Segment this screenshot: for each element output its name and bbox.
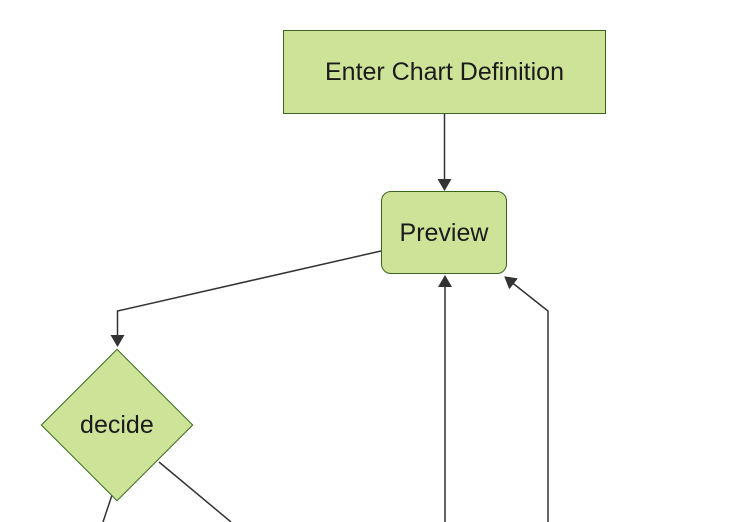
node-enter-chart-definition-label: Enter Chart Definition (324, 58, 564, 86)
node-preview: Preview (381, 191, 507, 274)
edge-offscreen-bottom-right-to-preview (504, 276, 549, 522)
node-enter-chart-definition: Enter Chart Definition (283, 30, 606, 114)
node-preview-label: Preview (399, 218, 489, 247)
edge-preview-to-decide (110, 250, 382, 347)
edge-decide-to-offscreen-bottom-left (102, 494, 113, 522)
node-decide-label: decide (80, 410, 154, 439)
edge-decide-to-offscreen-bottom (158, 461, 232, 522)
